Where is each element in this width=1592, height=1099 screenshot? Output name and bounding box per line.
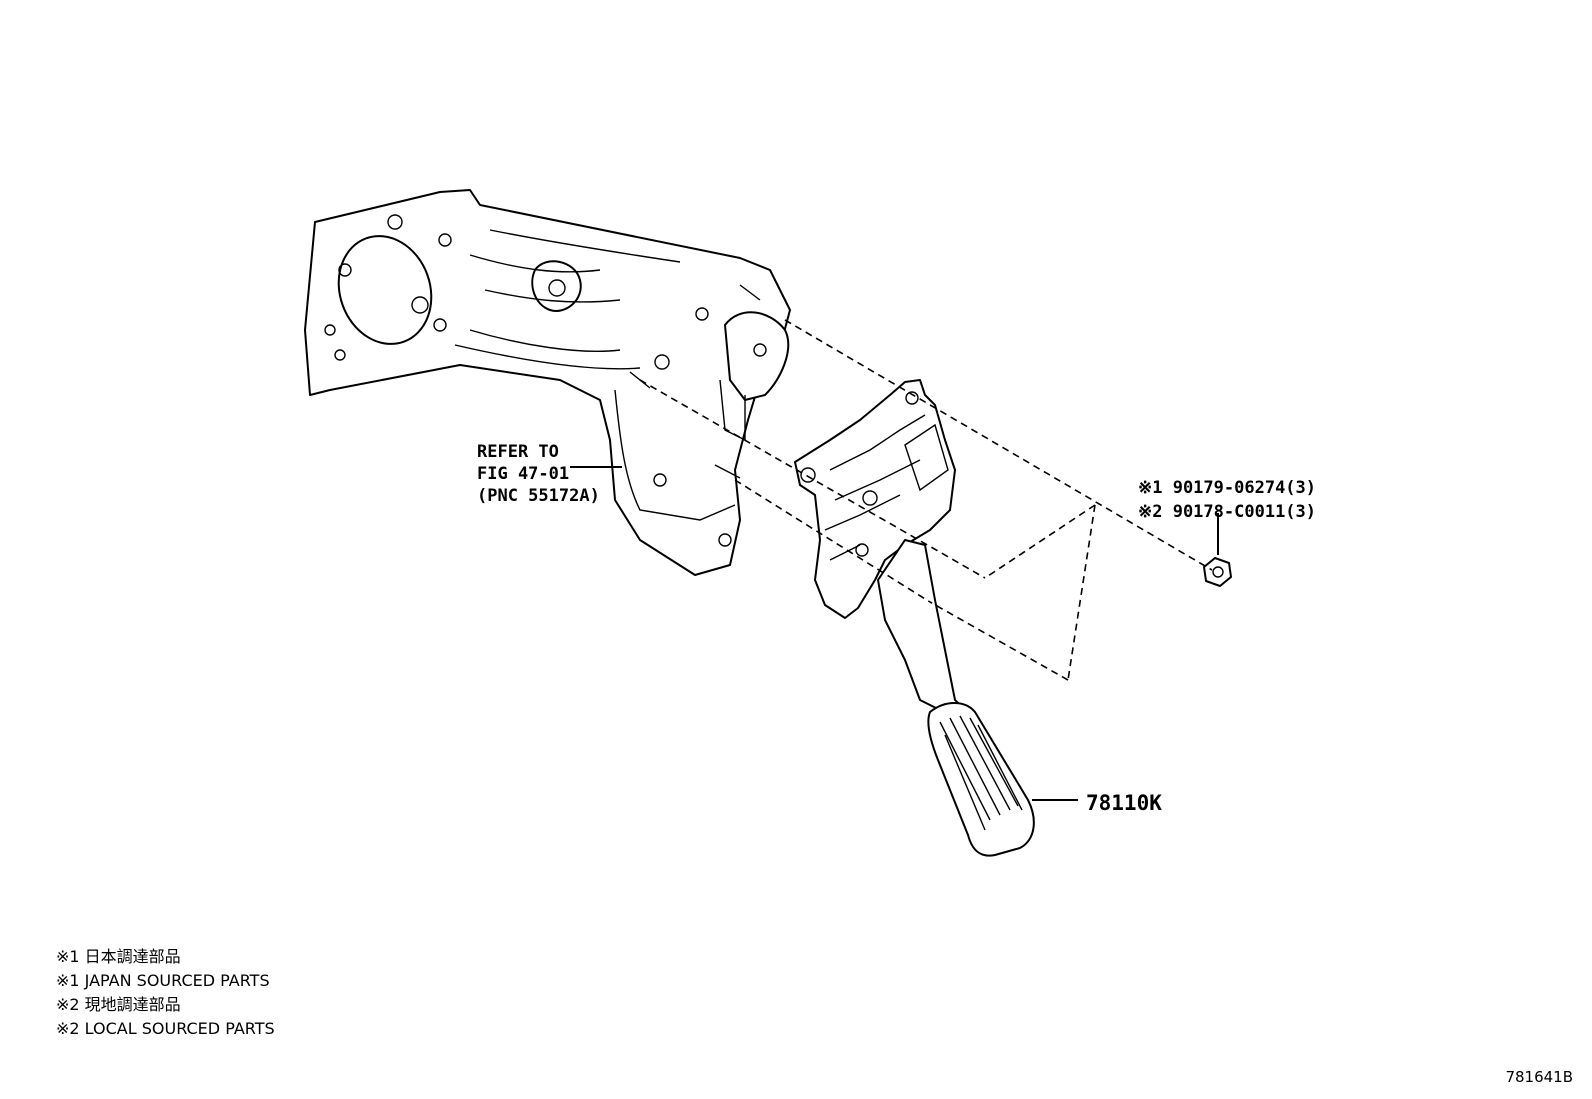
refer-label-line2: FIG 47-01 <box>477 464 569 484</box>
accelerator-pedal-drawing <box>794 379 1035 857</box>
bolt-part-number-2: ※2 90178-C0011(3) <box>1138 502 1316 522</box>
refer-label-line1: REFER TO <box>477 442 559 462</box>
refer-label-line3: (PNC 55172A) <box>477 486 600 506</box>
nut-drawing <box>1203 557 1232 587</box>
note-japan-sourced-en: ※1 JAPAN SOURCED PARTS <box>56 971 270 990</box>
assembly-lines <box>639 319 1213 681</box>
pedal-part-number: 78110K <box>1086 791 1162 815</box>
figure-code: 781641B <box>1505 1068 1573 1086</box>
note-local-sourced-jp: ※2 現地調達部品 <box>56 995 181 1014</box>
note-japan-sourced-jp: ※1 日本調達部品 <box>56 947 181 966</box>
bolt-part-number-1: ※1 90179-06274(3) <box>1138 478 1316 498</box>
note-local-sourced-en: ※2 LOCAL SOURCED PARTS <box>56 1019 275 1038</box>
footnotes: ※1 日本調達部品 ※1 JAPAN SOURCED PARTS ※2 現地調達… <box>56 947 275 1038</box>
pedal-bracket-drawing <box>304 189 791 576</box>
